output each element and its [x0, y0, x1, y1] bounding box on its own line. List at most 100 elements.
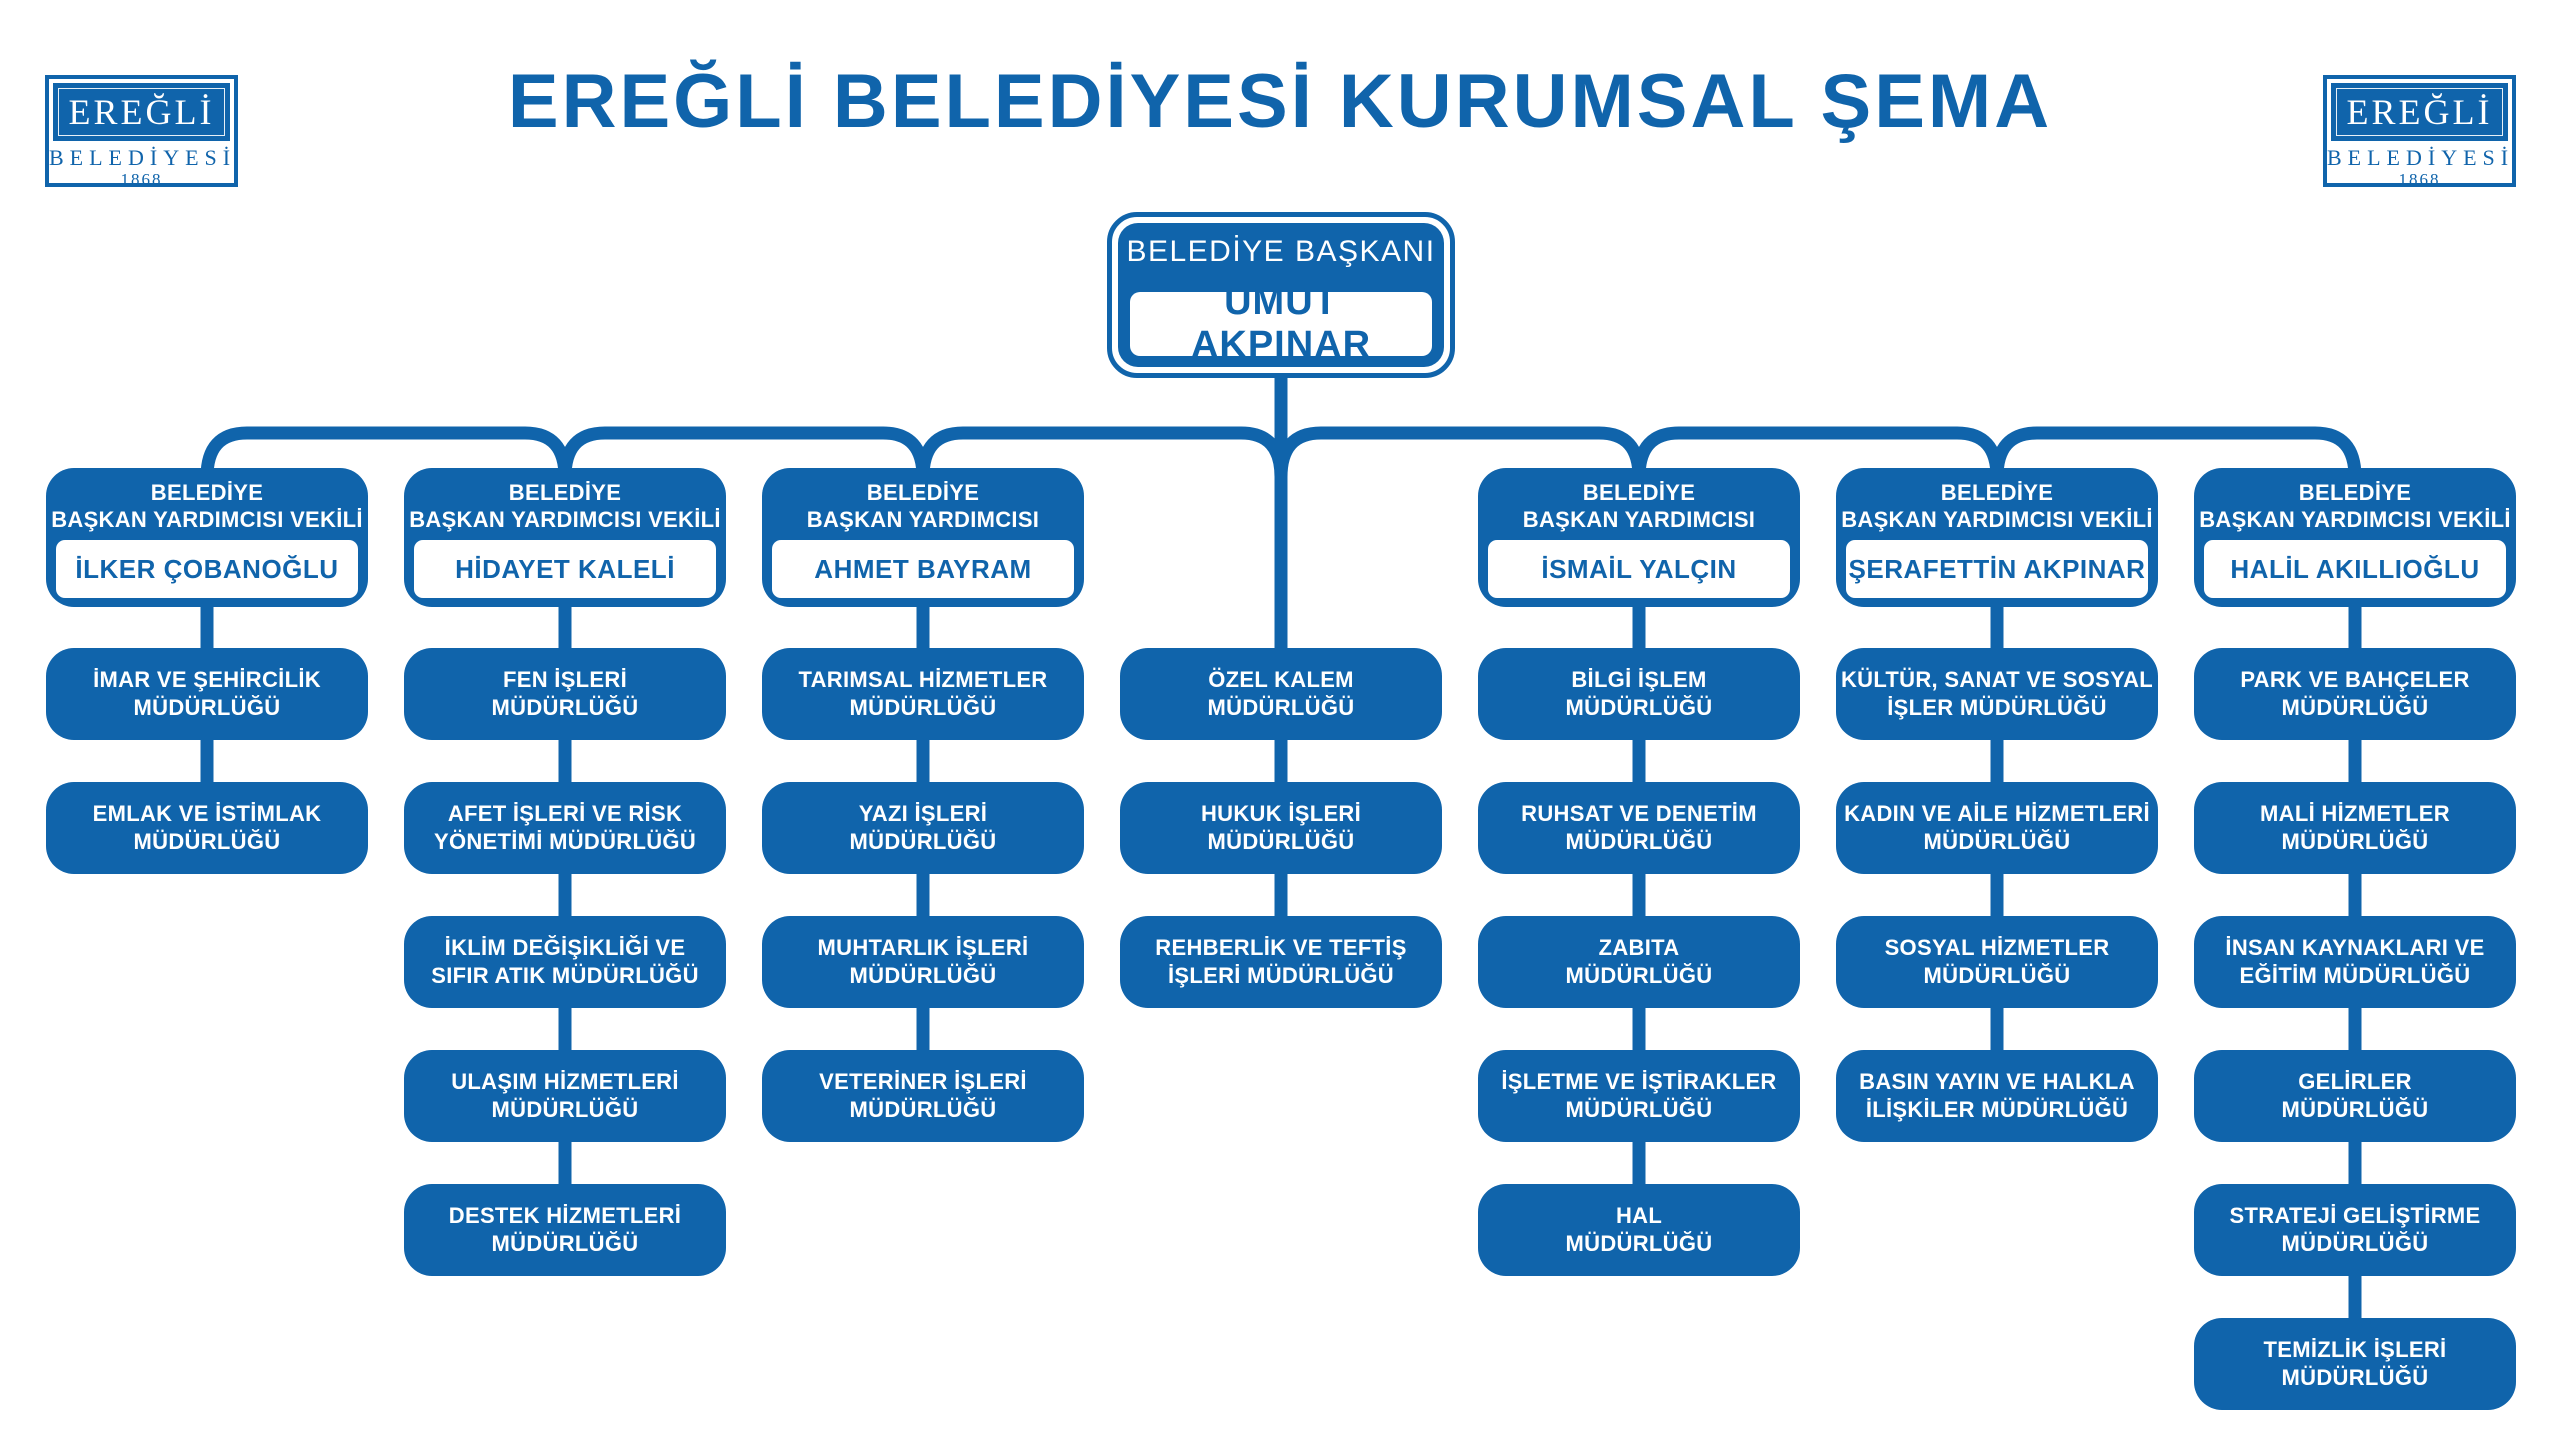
- department-label: ÖZEL KALEM MÜDÜRLÜĞÜ: [1207, 667, 1355, 720]
- department-box: PARK VE BAHÇELER MÜDÜRLÜĞÜ: [2194, 648, 2516, 740]
- logo-inner-frame: [2336, 88, 2503, 136]
- department-box: RUHSAT VE DENETİM MÜDÜRLÜĞÜ: [1478, 782, 1800, 874]
- department-box: EMLAK VE İSTİMLAK MÜDÜRLÜĞÜ: [46, 782, 368, 874]
- department-box: BİLGİ İŞLEM MÜDÜRLÜĞÜ: [1478, 648, 1800, 740]
- department-box: DESTEK HİZMETLERİ MÜDÜRLÜĞÜ: [404, 1184, 726, 1276]
- deputy-name: HİDAYET KALELİ: [455, 553, 675, 584]
- logo-subtitle: BELEDİYESİ: [49, 145, 237, 170]
- department-box: HAL MÜDÜRLÜĞÜ: [1478, 1184, 1800, 1276]
- department-label: DESTEK HİZMETLERİ MÜDÜRLÜĞÜ: [448, 1203, 682, 1256]
- department-box: YAZI İŞLERİ MÜDÜRLÜĞÜ: [762, 782, 1084, 874]
- department-box: STRATEJİ GELİŞTİRME MÜDÜRLÜĞÜ: [2194, 1184, 2516, 1276]
- mayor-name: UMUT AKPINAR: [1190, 281, 1372, 366]
- logo-name: EREĞLİ: [68, 92, 215, 132]
- department-box: MUHTARLIK İŞLERİ MÜDÜRLÜĞÜ: [762, 916, 1084, 1008]
- department-box: İŞLETME VE İŞTİRAKLER MÜDÜRLÜĞÜ: [1478, 1050, 1800, 1142]
- department-label: MALİ HİZMETLER MÜDÜRLÜĞÜ: [2260, 801, 2450, 854]
- department-label: AFET İŞLERİ VE RİSK YÖNETİMİ MÜDÜRLÜĞÜ: [433, 801, 697, 854]
- department-box: REHBERLİK VE TEFTİŞ İŞLERİ MÜDÜRLÜĞÜ: [1120, 916, 1442, 1008]
- deputy-name-box: AHMET BAYRAM: [772, 540, 1074, 598]
- department-label: MUHTARLIK İŞLERİ MÜDÜRLÜĞÜ: [817, 935, 1029, 988]
- org-column: BELEDİYE BAŞKAN YARDIMCISI AHMET BAYRAM TA…: [762, 0, 1084, 1440]
- org-column: BELEDİYE BAŞKAN YARDIMCISI VEKİLİ İLKER Ç…: [46, 0, 368, 1440]
- department-box: KADIN VE AİLE HİZMETLERİ MÜDÜRLÜĞÜ: [1836, 782, 2158, 874]
- deputy-role-label: BELEDİYE BAŞKAN YARDIMCISI VEKİLİ: [51, 480, 363, 532]
- department-box: ÖZEL KALEM MÜDÜRLÜĞÜ: [1120, 648, 1442, 740]
- org-column: BELEDİYE BAŞKAN YARDIMCISI VEKİLİ HİDAYET…: [404, 0, 726, 1440]
- logo-year: 1868: [2398, 170, 2441, 189]
- logo-year: 1868: [120, 170, 163, 189]
- department-label: TARIMSAL HİZMETLER MÜDÜRLÜĞÜ: [798, 667, 1048, 720]
- mayor-role-label: BELEDİYE BAŞKANI: [1126, 235, 1436, 268]
- mayor-box-inner: BELEDİYE BAŞKANI UMUT AKPINAR: [1118, 223, 1444, 367]
- mayor-name-box: UMUT AKPINAR: [1130, 281, 1432, 366]
- department-box: ZABITA MÜDÜRLÜĞÜ: [1478, 916, 1800, 1008]
- department-label: TEMİZLİK İŞLERİ MÜDÜRLÜĞÜ: [2263, 1337, 2447, 1390]
- deputy-mayor-box: BELEDİYE BAŞKAN YARDIMCISI VEKİLİ İLKER Ç…: [46, 468, 368, 607]
- deputy-mayor-box: BELEDİYE BAŞKAN YARDIMCISI VEKİLİ ŞERAFET…: [1836, 468, 2158, 607]
- org-column: BELEDİYE BAŞKAN YARDIMCISI VEKİLİ ŞERAFET…: [1836, 0, 2158, 1440]
- department-label: GELİRLER MÜDÜRLÜĞÜ: [2281, 1069, 2429, 1122]
- department-box: SOSYAL HİZMETLER MÜDÜRLÜĞÜ: [1836, 916, 2158, 1008]
- page-title: EREĞLİ BELEDİYESİ KURUMSAL ŞEMA: [507, 59, 2053, 144]
- municipality-logo-left: EREĞLİ BELEDİYESİ 1868: [45, 75, 238, 189]
- department-box: MALİ HİZMETLER MÜDÜRLÜĞÜ: [2194, 782, 2516, 874]
- org-column: ÖZEL KALEM MÜDÜRLÜĞÜ HUKUK İŞLERİ MÜDÜRLÜ…: [1120, 0, 1442, 1440]
- department-label: İŞLETME VE İŞTİRAKLER MÜDÜRLÜĞÜ: [1501, 1069, 1777, 1122]
- deputy-role-label: BELEDİYE BAŞKAN YARDIMCISI: [1522, 480, 1756, 532]
- department-label: EMLAK VE İSTİMLAK MÜDÜRLÜĞÜ: [92, 801, 322, 854]
- deputy-name-box: HİDAYET KALELİ: [414, 540, 716, 598]
- logo-name: EREĞLİ: [2346, 92, 2493, 132]
- deputy-name-box: ŞERAFETTİN AKPINAR: [1846, 540, 2148, 598]
- department-label: BİLGİ İŞLEM MÜDÜRLÜĞÜ: [1565, 667, 1713, 720]
- department-label: KÜLTÜR, SANAT VE SOSYAL İŞLER MÜDÜRLÜĞÜ: [1840, 667, 2154, 720]
- logo-inner-frame: [58, 88, 225, 136]
- department-label: YAZI İŞLERİ MÜDÜRLÜĞÜ: [849, 801, 997, 854]
- department-label: İNSAN KAYNAKLARI VE EĞİTİM MÜDÜRLÜĞÜ: [2225, 935, 2485, 988]
- department-box: VETERİNER İŞLERİ MÜDÜRLÜĞÜ: [762, 1050, 1084, 1142]
- deputy-mayor-box: BELEDİYE BAŞKAN YARDIMCISI VEKİLİ HİDAYET…: [404, 468, 726, 607]
- department-box: FEN İŞLERİ MÜDÜRLÜĞÜ: [404, 648, 726, 740]
- deputy-name: ŞERAFETTİN AKPINAR: [1848, 553, 2146, 584]
- department-label: KADIN VE AİLE HİZMETLERİ MÜDÜRLÜĞÜ: [1844, 801, 2150, 854]
- department-label: HUKUK İŞLERİ MÜDÜRLÜĞÜ: [1200, 801, 1362, 854]
- department-box: GELİRLER MÜDÜRLÜĞÜ: [2194, 1050, 2516, 1142]
- department-box: KÜLTÜR, SANAT VE SOSYAL İŞLER MÜDÜRLÜĞÜ: [1836, 648, 2158, 740]
- department-label: PARK VE BAHÇELER MÜDÜRLÜĞÜ: [2240, 667, 2470, 720]
- deputy-name-box: İLKER ÇOBANOĞLU: [56, 540, 358, 598]
- department-label: STRATEJİ GELİŞTİRME MÜDÜRLÜĞÜ: [2229, 1203, 2481, 1256]
- deputy-name: İLKER ÇOBANOĞLU: [75, 553, 339, 584]
- deputy-role-label: BELEDİYE BAŞKAN YARDIMCISI VEKİLİ: [1841, 480, 2153, 532]
- deputy-role-label: BELEDİYE BAŞKAN YARDIMCISI: [806, 480, 1040, 532]
- department-label: İMAR VE ŞEHİRCİLİK MÜDÜRLÜĞÜ: [93, 667, 321, 720]
- department-box: HUKUK İŞLERİ MÜDÜRLÜĞÜ: [1120, 782, 1442, 874]
- department-label: REHBERLİK VE TEFTİŞ İŞLERİ MÜDÜRLÜĞÜ: [1155, 935, 1407, 988]
- department-label: RUHSAT VE DENETİM MÜDÜRLÜĞÜ: [1521, 801, 1757, 854]
- department-label: ZABITA MÜDÜRLÜĞÜ: [1565, 935, 1713, 988]
- department-box: BASIN YAYIN VE HALKLA İLİŞKİLER MÜDÜRLÜĞ…: [1836, 1050, 2158, 1142]
- deputy-role-label: BELEDİYE BAŞKAN YARDIMCISI VEKİLİ: [2199, 480, 2511, 532]
- department-box: İNSAN KAYNAKLARI VE EĞİTİM MÜDÜRLÜĞÜ: [2194, 916, 2516, 1008]
- department-box: İKLİM DEĞİŞİKLİĞİ VE SIFIR ATIK MÜDÜRLÜĞ…: [404, 916, 726, 1008]
- department-box: İMAR VE ŞEHİRCİLİK MÜDÜRLÜĞÜ: [46, 648, 368, 740]
- deputy-mayor-box: BELEDİYE BAŞKAN YARDIMCISI AHMET BAYRAM: [762, 468, 1084, 607]
- deputy-role-label: BELEDİYE BAŞKAN YARDIMCISI VEKİLİ: [409, 480, 721, 532]
- municipality-logo-right: EREĞLİ BELEDİYESİ 1868: [2323, 75, 2516, 189]
- deputy-name-box: İSMAİL YALÇIN: [1488, 540, 1790, 598]
- department-label: İKLİM DEĞİŞİKLİĞİ VE SIFIR ATIK MÜDÜRLÜĞ…: [431, 935, 699, 988]
- department-box: ULAŞIM HİZMETLERİ MÜDÜRLÜĞÜ: [404, 1050, 726, 1142]
- deputy-name: İSMAİL YALÇIN: [1541, 553, 1737, 584]
- department-box: AFET İŞLERİ VE RİSK YÖNETİMİ MÜDÜRLÜĞÜ: [404, 782, 726, 874]
- department-box: TEMİZLİK İŞLERİ MÜDÜRLÜĞÜ: [2194, 1318, 2516, 1410]
- deputy-mayor-box: BELEDİYE BAŞKAN YARDIMCISI İSMAİL YALÇIN: [1478, 468, 1800, 607]
- connector-path: [200, 368, 2362, 1324]
- department-label: VETERİNER İŞLERİ MÜDÜRLÜĞÜ: [819, 1069, 1027, 1122]
- department-label: HAL MÜDÜRLÜĞÜ: [1565, 1203, 1713, 1256]
- department-label: SOSYAL HİZMETLER MÜDÜRLÜĞÜ: [1884, 935, 2110, 988]
- department-label: BASIN YAYIN VE HALKLA İLİŞKİLER MÜDÜRLÜĞ…: [1859, 1069, 2135, 1122]
